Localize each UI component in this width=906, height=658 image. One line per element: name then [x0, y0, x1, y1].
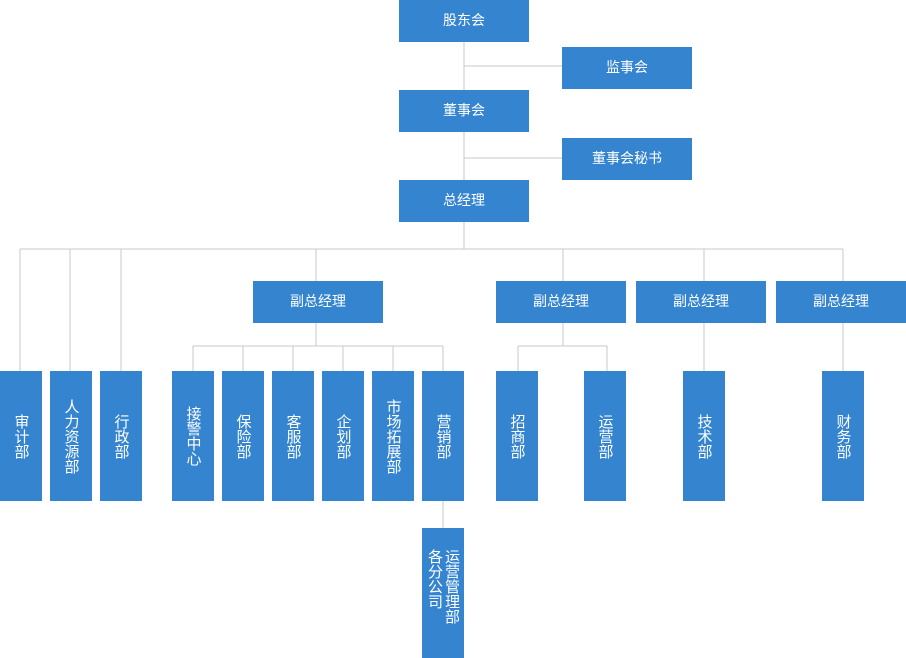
department-label: 技术部: [695, 413, 714, 459]
deputy-gm-box-3: 副总经理: [636, 281, 766, 323]
shareholders-box: 股东会: [399, 0, 529, 42]
department-audit: 审计部: [0, 371, 42, 501]
general-manager-label: 总经理: [443, 193, 485, 209]
department-customer-service: 客服部: [272, 371, 314, 501]
department-label: 市场拓展部: [384, 398, 403, 474]
department-investment: 招商部: [496, 371, 538, 501]
department-finance: 财务部: [822, 371, 864, 501]
board-box: 董事会: [399, 90, 529, 132]
department-marketing: 营销部: [422, 371, 464, 501]
department-label: 运营部: [596, 413, 615, 459]
department-label: 接警中心: [184, 406, 203, 466]
department-label: 企划部: [334, 413, 353, 459]
supervisors-label: 监事会: [606, 60, 648, 76]
department-label: 财务部: [834, 413, 853, 459]
deputy-gm-label: 副总经理: [673, 294, 729, 310]
department-admin: 行政部: [100, 371, 142, 501]
deputy-gm-label: 副总经理: [290, 294, 346, 310]
department-label: 审计部: [12, 413, 31, 459]
department-label: 行政部: [112, 413, 131, 459]
department-label: 客服部: [284, 413, 303, 459]
department-insurance: 保险部: [222, 371, 264, 501]
department-technology: 技术部: [683, 371, 725, 501]
department-operations: 运营部: [584, 371, 626, 501]
department-label: 招商部: [508, 413, 527, 459]
general-manager-box: 总经理: [399, 180, 529, 222]
department-planning: 企划部: [322, 371, 364, 501]
supervisors-box: 监事会: [562, 47, 692, 89]
board-secretary-label: 董事会秘书: [592, 151, 662, 167]
board-secretary-box: 董事会秘书: [562, 138, 692, 180]
department-label: 营销部: [434, 413, 453, 459]
department-hr: 人力资源部: [50, 371, 92, 501]
board-label: 董事会: [443, 103, 485, 119]
department-alarm-center: 接警中心: [172, 371, 214, 501]
shareholders-label: 股东会: [443, 13, 485, 29]
department-label: 人力资源部: [62, 398, 81, 474]
deputy-gm-box-4: 副总经理: [776, 281, 906, 323]
sub-unit-label: 运营管理部各分公司: [426, 549, 461, 624]
deputy-gm-label: 副总经理: [533, 294, 589, 310]
deputy-gm-box-2: 副总经理: [496, 281, 626, 323]
sub-unit-operations-branches: 运营管理部各分公司: [422, 528, 464, 658]
department-label: 保险部: [234, 413, 253, 459]
department-market-expansion: 市场拓展部: [372, 371, 414, 501]
deputy-gm-box-1: 副总经理: [253, 281, 383, 323]
deputy-gm-label: 副总经理: [813, 294, 869, 310]
